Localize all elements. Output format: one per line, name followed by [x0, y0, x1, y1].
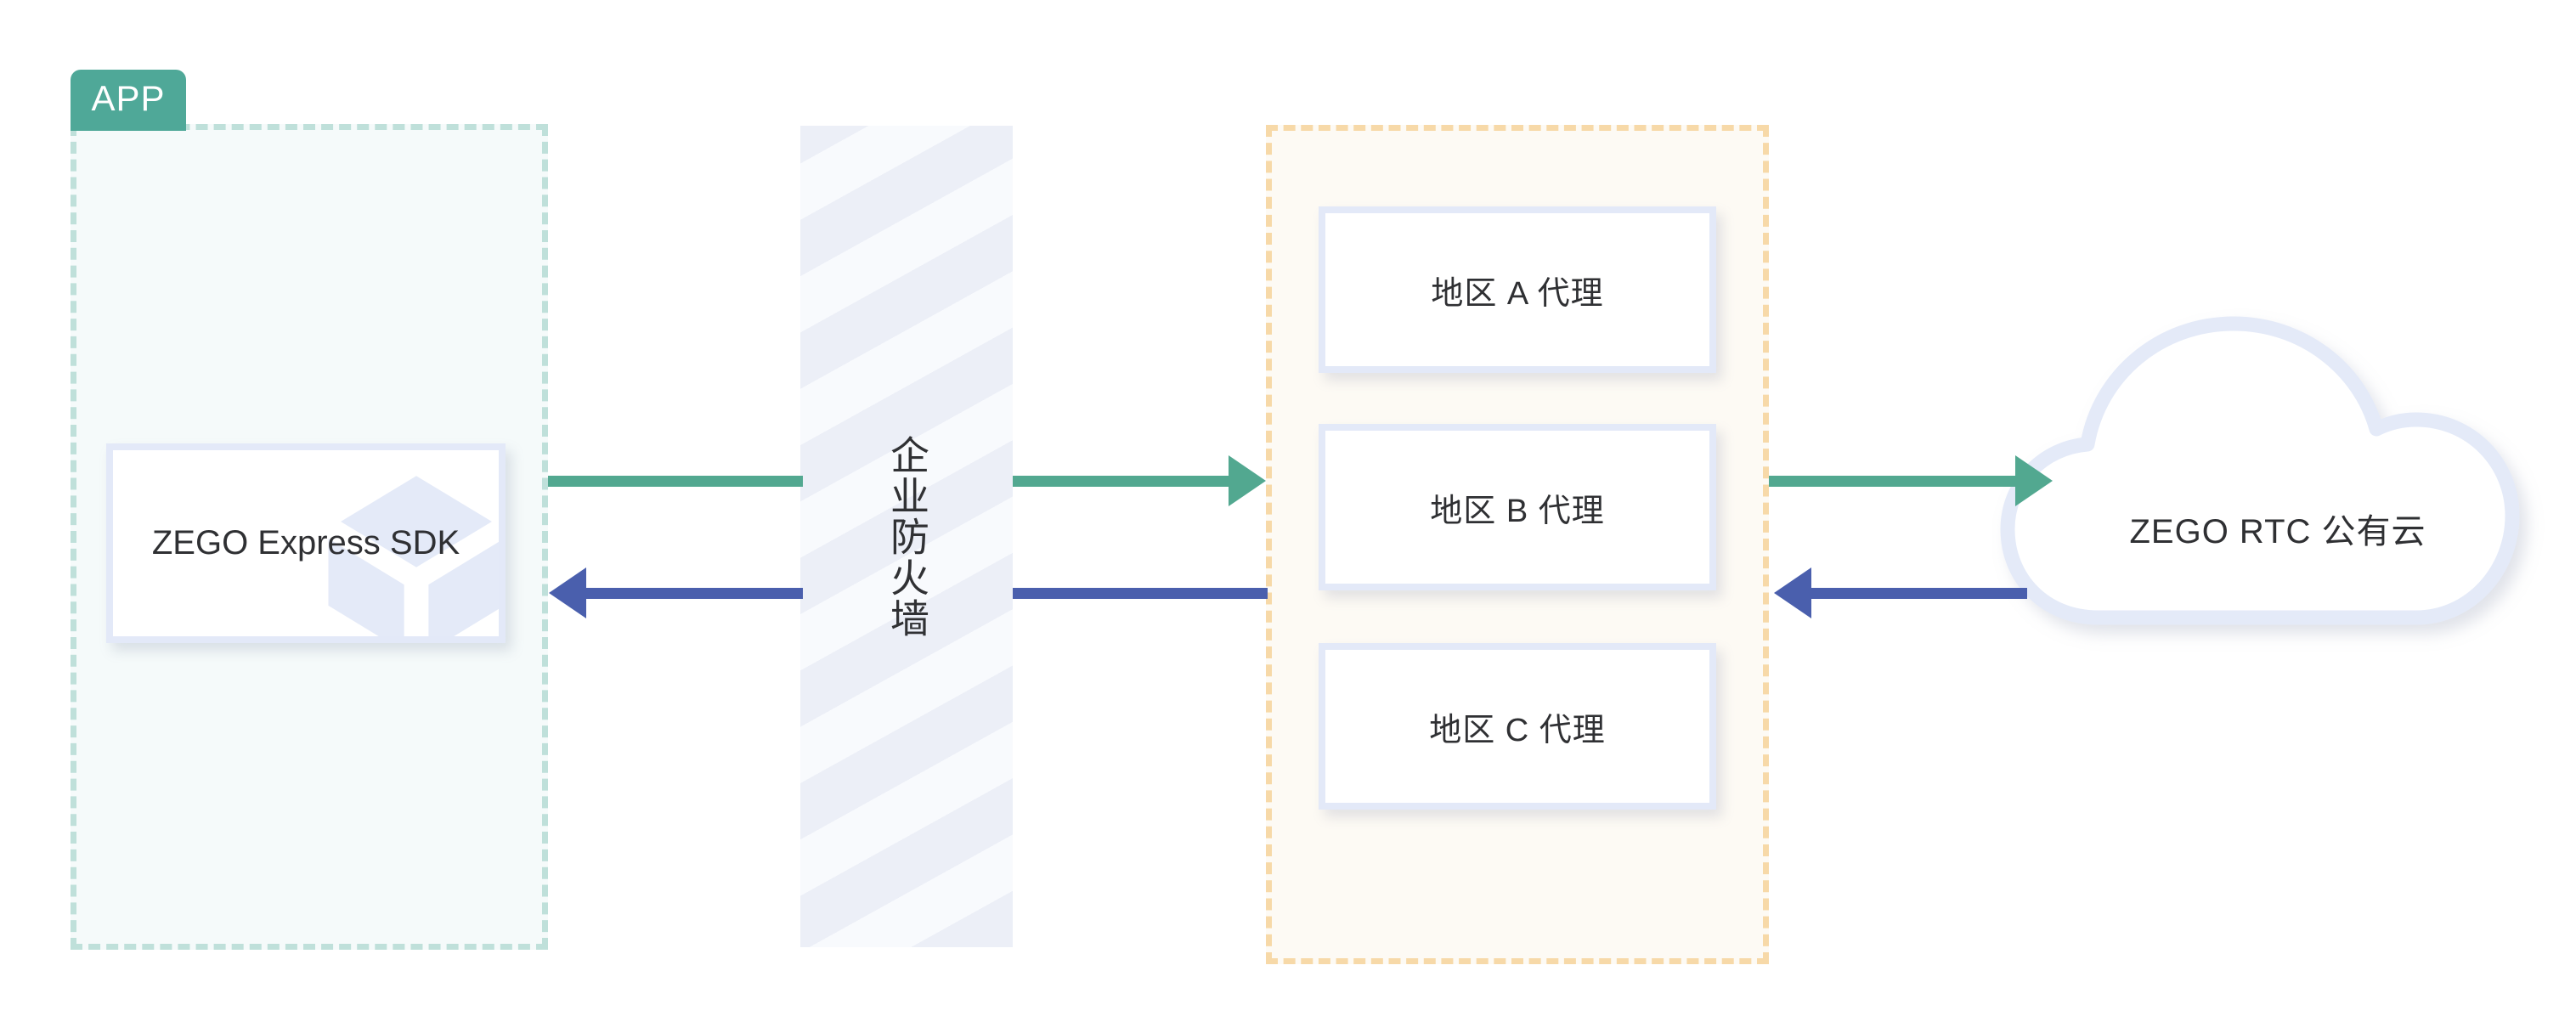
- arrowhead-left-app-downlink: [549, 567, 586, 618]
- proxy-card-region-a[interactable]: 地区 A 代理: [1319, 206, 1716, 373]
- proxy-card-label: 地区 B 代理: [1430, 493, 1605, 529]
- zego-express-sdk-card[interactable]: ZEGO Express SDK: [106, 443, 506, 643]
- flow-proxy-to-cloud-uplink: [1769, 476, 2015, 487]
- app-badge-label: APP: [91, 78, 166, 118]
- proxy-card-label: 地区 C 代理: [1429, 712, 1606, 748]
- flow-firewall-to-proxy-uplink: [1013, 476, 1229, 487]
- proxy-card-region-c[interactable]: 地区 C 代理: [1319, 643, 1716, 810]
- arrowhead-left-proxy-downlink: [1774, 567, 1811, 618]
- proxy-card-label: 地区 A 代理: [1431, 275, 1604, 312]
- arrowhead-right-proxy-uplink: [1229, 455, 1266, 506]
- cube-icon: [325, 466, 499, 636]
- flow-proxy-to-firewall-downlink: [1013, 588, 1268, 599]
- firewall-label: 企业防火墙: [884, 434, 929, 639]
- arrowhead-right-cloud-uplink: [2015, 455, 2053, 506]
- proxy-card-region-b[interactable]: 地区 B 代理: [1319, 424, 1716, 590]
- zego-rtc-public-cloud[interactable]: ZEGO RTC 公有云: [1992, 302, 2563, 658]
- flow-cloud-to-proxy-downlink: [1811, 588, 2027, 599]
- app-badge: APP: [71, 70, 186, 131]
- cloud-icon: [2000, 316, 2520, 625]
- enterprise-firewall-column: 企业防火墙: [800, 126, 1013, 947]
- flow-firewall-to-app-downlink: [586, 588, 803, 599]
- sdk-card-label: ZEGO Express SDK: [151, 523, 460, 562]
- flow-app-to-firewall-uplink: [548, 476, 803, 487]
